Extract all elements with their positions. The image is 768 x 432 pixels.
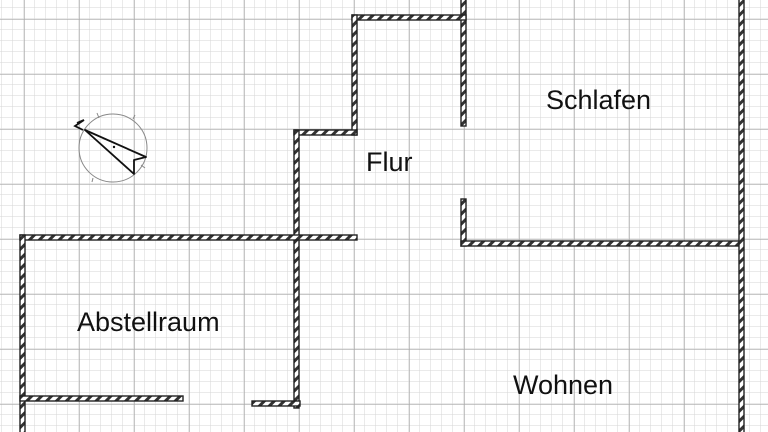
room-label-wohnen[interactable]: Wohnen	[513, 370, 614, 400]
room-label-schlafen[interactable]: Schlafen	[546, 85, 652, 115]
wall[interactable]	[19, 234, 26, 432]
wall[interactable]	[460, 198, 467, 247]
wall[interactable]	[738, 0, 745, 432]
wall[interactable]	[351, 14, 467, 21]
wall[interactable]	[460, 0, 467, 127]
wall[interactable]	[351, 14, 358, 136]
compass-north-icon[interactable]	[73, 112, 148, 183]
wall[interactable]	[19, 395, 184, 402]
wall[interactable]	[460, 240, 742, 247]
wall[interactable]	[293, 129, 358, 136]
wall[interactable]	[293, 129, 300, 409]
room-label-abstellraum[interactable]: Abstellraum	[77, 307, 220, 337]
wall[interactable]	[251, 400, 301, 407]
wall[interactable]	[19, 234, 358, 241]
room-label-flur[interactable]: Flur	[366, 147, 413, 177]
